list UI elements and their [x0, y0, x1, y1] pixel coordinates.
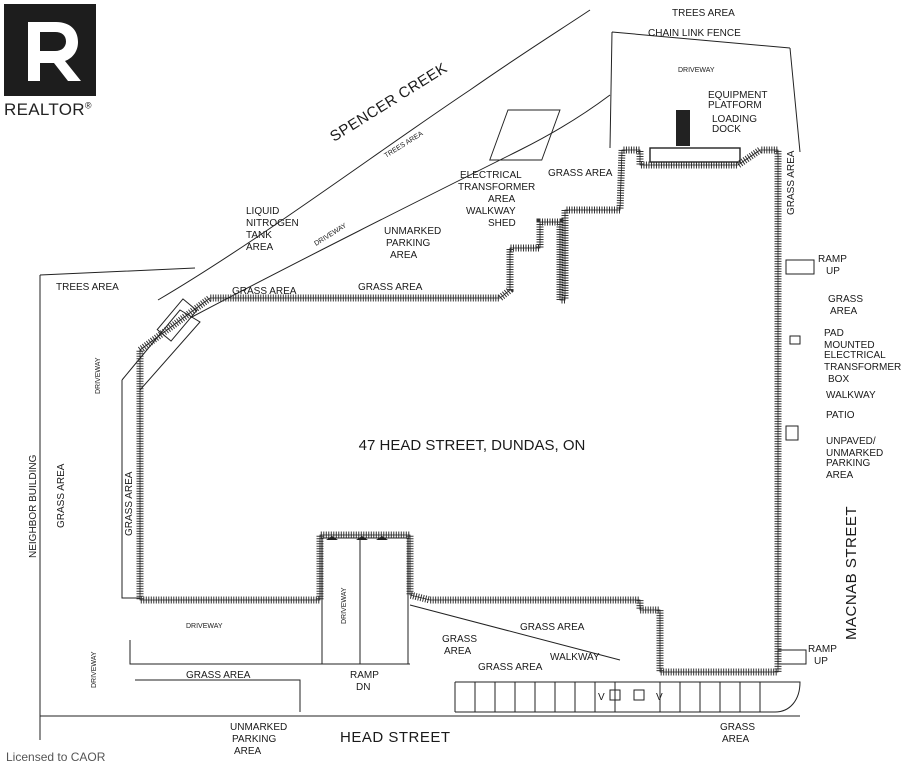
left-wing-outline: [121, 309, 201, 599]
grass-top-mid-label: GRASS AREA: [358, 282, 423, 293]
license-text: Licensed to CAOR: [6, 750, 106, 764]
electrical-label-2: TRANSFORMER: [458, 182, 535, 193]
unpaved-label-3: PARKING: [826, 458, 870, 469]
realtor-wordmark: REALTOR®: [4, 100, 92, 120]
realtor-registered-mark: ®: [84, 100, 92, 111]
r-mark-icon: [28, 22, 81, 81]
nitrogen-label-1: LIQUID: [246, 206, 279, 217]
accessible-v1-label: V: [598, 692, 605, 703]
patio-label: PATIO: [826, 410, 855, 421]
grass-bottom-low-label: GRASS AREA: [478, 662, 543, 673]
ramp-down: [321, 537, 409, 665]
chain-link-label: CHAIN LINK FENCE: [648, 28, 741, 39]
property-line-west: [39, 267, 196, 740]
equipment-platform: [676, 110, 690, 146]
loading-dock: [649, 147, 741, 163]
ramp-up-bottom-box: [777, 649, 807, 665]
grass-far-left-label: GRASS AREA: [56, 463, 67, 528]
driveway-bottom-left-label: DRIVEWAY: [91, 651, 98, 688]
loading-label-1: LOADING: [712, 114, 757, 125]
bottom-driveway: [129, 640, 410, 712]
grass-right-label-1: GRASS: [828, 294, 863, 305]
creek-bank-south: [189, 94, 611, 319]
address-label: 47 HEAD STREET, DUNDAS, ON: [359, 437, 586, 454]
driveway-top-label: DRIVEWAY: [678, 67, 715, 74]
patio-box: [785, 425, 799, 441]
unpaved-label-1: UNPAVED/: [826, 436, 876, 447]
pad-label-1: PAD: [824, 328, 844, 339]
electrical-label-1: ELECTRICAL: [460, 170, 522, 181]
transformer-pad: [489, 109, 561, 161]
macnab-street-label: MACNAB STREET: [843, 506, 860, 640]
ramp-arrows: [326, 536, 388, 540]
ramp-up-bottom-label-1: RAMP: [808, 644, 837, 655]
realtor-brand: REALTOR: [4, 100, 85, 119]
grass-left-vert-label: GRASS AREA: [124, 471, 135, 536]
accessible-icon-2: [633, 689, 645, 701]
ramp-up-top-box: [785, 259, 815, 275]
walkway-bottom-path: [409, 604, 621, 661]
trees-top-label: TREES AREA: [672, 8, 735, 19]
head-street-label: HEAD STREET: [340, 729, 451, 746]
parking-outline: [455, 681, 801, 713]
pad-label-4: TRANSFORMER: [824, 362, 901, 373]
driveway-diag-label: DRIVEWAY: [313, 222, 348, 247]
driveway-left-label: DRIVEWAY: [95, 357, 102, 394]
realtor-logo: REALTOR®: [0, 0, 110, 128]
nitrogen-label-3: TANK: [246, 230, 272, 241]
grass-bottom-center-label-1: GRASS: [442, 634, 477, 645]
driveway-bottom-label: DRIVEWAY: [186, 623, 223, 630]
unpaved-label-2: UNMARKED: [826, 448, 883, 459]
ramp-up-top-label-1: RAMP: [818, 254, 847, 265]
ramp-dn-label-2: DN: [356, 682, 370, 693]
grass-bottom-right-label-1: GRASS: [720, 722, 755, 733]
grass-right-label-2: AREA: [830, 306, 858, 317]
nitrogen-label-2: NITROGEN: [246, 218, 299, 229]
grass-top-left-label: GRASS AREA: [232, 286, 297, 297]
equipment-label-1: EQUIPMENT: [708, 90, 767, 101]
walkway-bottom-label: WALKWAY: [550, 652, 600, 663]
shed-label: SHED: [488, 218, 516, 229]
driveway-ramp-label: DRIVEWAY: [341, 587, 348, 624]
spencer-creek-label: SPENCER CREEK: [327, 60, 450, 146]
electrical-label-3: AREA: [488, 194, 516, 205]
grass-bottom-right-label-2: AREA: [722, 734, 750, 745]
unmarked-top-label-2: PARKING: [386, 238, 430, 249]
walkway-right-label: WALKWAY: [826, 390, 876, 401]
grass-bottom-left-label: GRASS AREA: [186, 670, 251, 681]
nitrogen-label-4: AREA: [246, 242, 274, 253]
unmarked-top-label-1: UNMARKED: [384, 226, 441, 237]
unmarked-bottom-label-3: AREA: [234, 746, 262, 757]
grass-bottom-center-label-2: AREA: [444, 646, 472, 657]
grass-top-center-label: GRASS AREA: [548, 168, 613, 179]
accessible-icon-1: [609, 689, 621, 701]
building-footprint-inner: [139, 149, 779, 673]
pad-label-2: MOUNTED: [824, 340, 875, 351]
accessible-v2-label: V: [656, 692, 663, 703]
unmarked-top-label-3: AREA: [390, 250, 418, 261]
realtor-r-icon: [4, 4, 96, 96]
creek-bank-north: [157, 9, 591, 301]
building-footprint: [136, 146, 782, 676]
ramp-up-top-label-2: UP: [826, 266, 840, 277]
walkway-top-label: WALKWAY: [466, 206, 516, 217]
pad-label-5: BOX: [828, 374, 849, 385]
equipment-label-2: PLATFORM: [708, 100, 762, 111]
nitrogen-tank: [156, 298, 198, 342]
dock-enclosure: [609, 31, 801, 153]
ramp-dn-label-1: RAMP: [350, 670, 379, 681]
pad-label-3: ELECTRICAL: [824, 350, 886, 361]
neighbor-label: NEIGHBOR BUILDING: [28, 454, 39, 558]
parking-stalls: [454, 682, 761, 712]
unpaved-label-4: AREA: [826, 470, 854, 481]
trees-left-label: TREES AREA: [56, 282, 119, 293]
grass-bottom-mid-label: GRASS AREA: [520, 622, 585, 633]
unmarked-bottom-label-1: UNMARKED: [230, 722, 287, 733]
unmarked-bottom-label-2: PARKING: [232, 734, 276, 745]
grass-right-vert-label: GRASS AREA: [786, 150, 797, 215]
loading-label-2: DOCK: [712, 124, 741, 135]
ramp-up-bottom-label-2: UP: [814, 656, 828, 667]
transformer-box: [789, 335, 801, 345]
